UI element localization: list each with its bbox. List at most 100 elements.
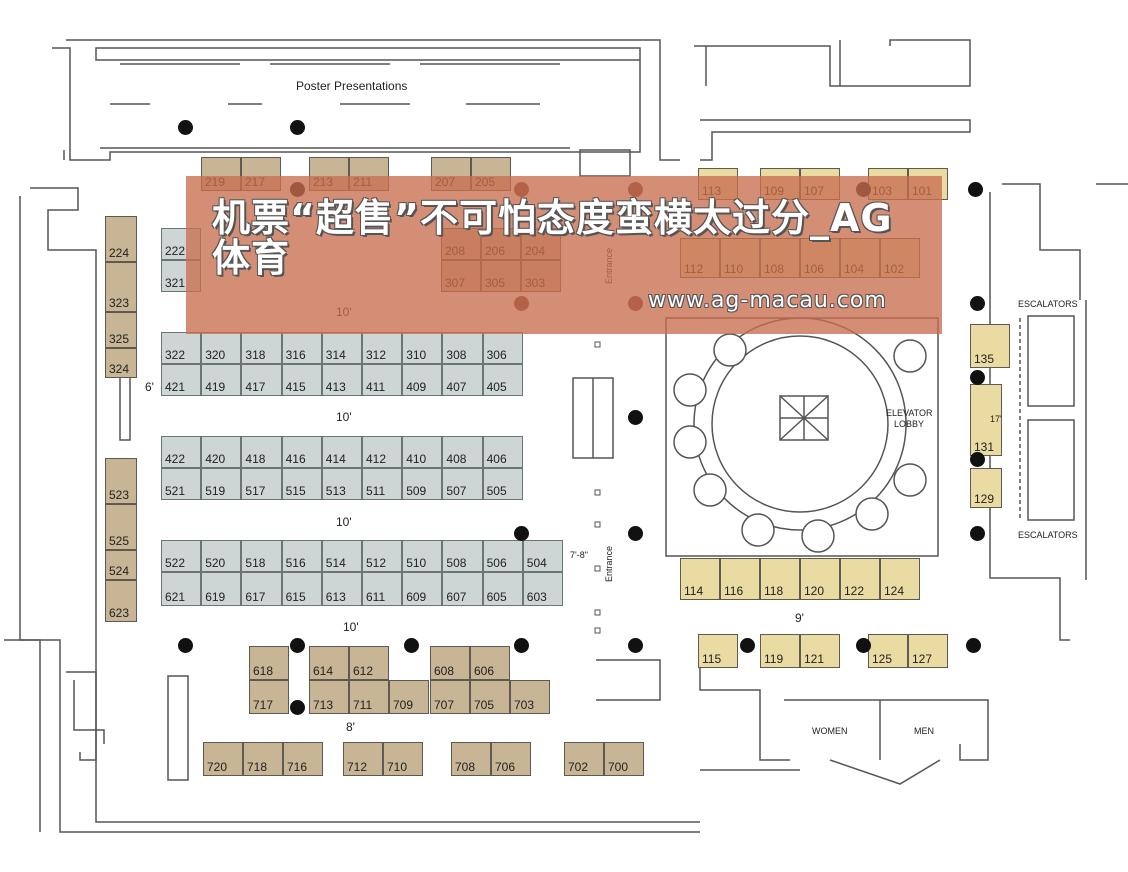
booth-324[interactable]: 324 — [105, 348, 137, 378]
booth-700[interactable]: 700 — [604, 742, 644, 776]
booth-608[interactable]: 608 — [430, 646, 470, 680]
booth-420[interactable]: 420 — [201, 436, 242, 468]
men-restroom-label: MEN — [914, 726, 934, 736]
booth-419[interactable]: 419 — [201, 364, 242, 396]
booth-314[interactable]: 314 — [321, 332, 362, 364]
booth-717[interactable]: 717 — [249, 680, 289, 714]
booth-521[interactable]: 521 — [161, 468, 202, 500]
booth-407[interactable]: 407 — [442, 364, 483, 396]
booth-417[interactable]: 417 — [241, 364, 282, 396]
booth-504[interactable]: 504 — [522, 540, 563, 572]
booth-607[interactable]: 607 — [442, 572, 483, 606]
booth-713[interactable]: 713 — [309, 680, 349, 714]
booth-514[interactable]: 514 — [321, 540, 362, 572]
booth-510[interactable]: 510 — [402, 540, 443, 572]
booth-706[interactable]: 706 — [491, 742, 531, 776]
booth-412[interactable]: 412 — [362, 436, 403, 468]
booth-617[interactable]: 617 — [241, 572, 282, 606]
booth-606[interactable]: 606 — [470, 646, 510, 680]
booth-415[interactable]: 415 — [281, 364, 322, 396]
booth-611[interactable]: 611 — [362, 572, 403, 606]
booth-621[interactable]: 621 — [161, 572, 202, 606]
booth-118[interactable]: 118 — [760, 558, 800, 600]
booth-615[interactable]: 615 — [281, 572, 322, 606]
booth-115[interactable]: 115 — [698, 634, 738, 668]
booth-325[interactable]: 325 — [105, 312, 137, 348]
booth-322[interactable]: 322 — [161, 332, 202, 364]
booth-124[interactable]: 124 — [880, 558, 920, 600]
booth-524[interactable]: 524 — [105, 550, 137, 580]
booth-414[interactable]: 414 — [321, 436, 362, 468]
booth-323[interactable]: 323 — [105, 262, 137, 312]
booth-135[interactable]: 135 — [970, 324, 1010, 368]
booth-522[interactable]: 522 — [161, 540, 202, 572]
booth-308[interactable]: 308 — [442, 332, 483, 364]
booth-702[interactable]: 702 — [564, 742, 604, 776]
booth-408[interactable]: 408 — [442, 436, 483, 468]
booth-613[interactable]: 613 — [321, 572, 362, 606]
booth-125[interactable]: 125 — [868, 634, 908, 668]
booth-410[interactable]: 410 — [402, 436, 443, 468]
booth-120[interactable]: 120 — [800, 558, 840, 600]
booth-224[interactable]: 224 — [105, 216, 137, 262]
booth-705[interactable]: 705 — [470, 680, 510, 714]
booth-421[interactable]: 421 — [161, 364, 202, 396]
booth-413[interactable]: 413 — [321, 364, 362, 396]
booth-605[interactable]: 605 — [482, 572, 523, 606]
booth-519[interactable]: 519 — [201, 468, 242, 500]
booth-409[interactable]: 409 — [402, 364, 443, 396]
booth-127[interactable]: 127 — [908, 634, 948, 668]
booth-416[interactable]: 416 — [281, 436, 322, 468]
booth-703[interactable]: 703 — [510, 680, 550, 714]
booth-122[interactable]: 122 — [840, 558, 880, 600]
booth-511[interactable]: 511 — [362, 468, 403, 500]
booth-405[interactable]: 405 — [482, 364, 523, 396]
booth-513[interactable]: 513 — [321, 468, 362, 500]
booth-508[interactable]: 508 — [442, 540, 483, 572]
booth-119[interactable]: 119 — [760, 634, 800, 668]
booth-507[interactable]: 507 — [442, 468, 483, 500]
booth-712[interactable]: 712 — [343, 742, 383, 776]
booth-603[interactable]: 603 — [522, 572, 563, 606]
booth-710[interactable]: 710 — [383, 742, 423, 776]
booth-509[interactable]: 509 — [402, 468, 443, 500]
booth-612[interactable]: 612 — [349, 646, 389, 680]
booth-505[interactable]: 505 — [482, 468, 523, 500]
booth-310[interactable]: 310 — [402, 332, 443, 364]
booth-129[interactable]: 129 — [970, 468, 1002, 508]
booth-411[interactable]: 411 — [362, 364, 403, 396]
booth-614[interactable]: 614 — [309, 646, 349, 680]
booth-609[interactable]: 609 — [402, 572, 443, 606]
booth-116[interactable]: 116 — [720, 558, 760, 600]
booth-121[interactable]: 121 — [800, 634, 840, 668]
booth-316[interactable]: 316 — [281, 332, 322, 364]
booth-512[interactable]: 512 — [362, 540, 403, 572]
booth-520[interactable]: 520 — [201, 540, 242, 572]
booth-518[interactable]: 518 — [241, 540, 282, 572]
booth-618[interactable]: 618 — [249, 646, 289, 680]
booth-506[interactable]: 506 — [482, 540, 523, 572]
booth-515[interactable]: 515 — [281, 468, 322, 500]
booth-619[interactable]: 619 — [201, 572, 242, 606]
booth-406[interactable]: 406 — [482, 436, 523, 468]
booth-718[interactable]: 718 — [243, 742, 283, 776]
booth-516[interactable]: 516 — [281, 540, 322, 572]
booth-312[interactable]: 312 — [362, 332, 403, 364]
booth-320[interactable]: 320 — [201, 332, 242, 364]
booth-709[interactable]: 709 — [389, 680, 429, 714]
booth-418[interactable]: 418 — [241, 436, 282, 468]
booth-523[interactable]: 523 — [105, 458, 137, 504]
booth-422[interactable]: 422 — [161, 436, 202, 468]
booth-525[interactable]: 525 — [105, 504, 137, 550]
booth-623[interactable]: 623 — [105, 580, 137, 622]
booth-708[interactable]: 708 — [451, 742, 491, 776]
booth-720[interactable]: 720 — [203, 742, 243, 776]
booth-711[interactable]: 711 — [349, 680, 389, 714]
booth-306[interactable]: 306 — [482, 332, 523, 364]
booth-131[interactable]: 131 — [970, 384, 1002, 456]
booth-707[interactable]: 707 — [430, 680, 470, 714]
booth-517[interactable]: 517 — [241, 468, 282, 500]
booth-318[interactable]: 318 — [241, 332, 282, 364]
booth-716[interactable]: 716 — [283, 742, 323, 776]
booth-114[interactable]: 114 — [680, 558, 720, 600]
